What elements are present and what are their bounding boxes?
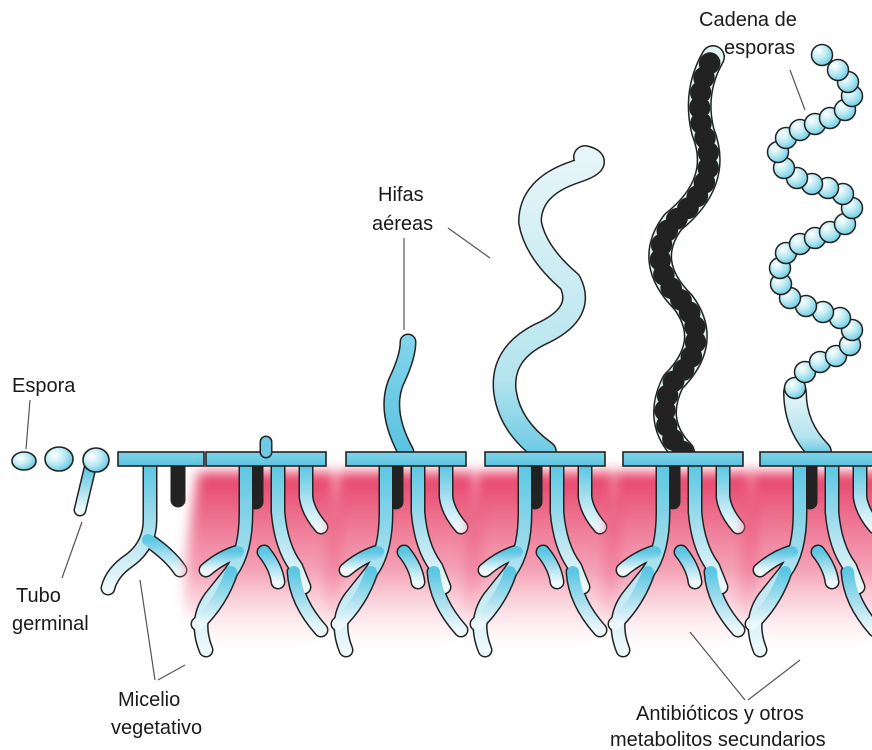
label-aerial-1: Hifas (378, 184, 424, 206)
spore-chain (768, 45, 863, 399)
label-antibiotics-1: Antibióticos y otros (636, 703, 804, 725)
colony-7 (738, 392, 872, 652)
colony-3 (184, 442, 342, 652)
colony-6 (601, 57, 759, 652)
colony-4 (324, 342, 482, 652)
spore-bead (812, 45, 833, 66)
label-antibiotics-2: metabolitos secundarios (610, 729, 826, 750)
spore-bead (828, 60, 849, 81)
spore-medium (45, 447, 73, 471)
spore-small (12, 452, 36, 470)
label-germ-tube-1: Tubo (16, 585, 61, 607)
label-vegetative-2: vegetativo (111, 717, 202, 739)
spore-germinating (80, 448, 109, 510)
label-spore: Espora (12, 375, 76, 397)
label-germ-tube-2: germinal (12, 613, 89, 635)
label-vegetative-1: Micelio (118, 689, 180, 711)
label-aerial-2: aéreas (372, 213, 433, 235)
label-spore-chain-1: Cadena de (699, 9, 797, 31)
label-spore-chain-2: esporas (724, 37, 795, 59)
colony-5 (463, 157, 621, 652)
